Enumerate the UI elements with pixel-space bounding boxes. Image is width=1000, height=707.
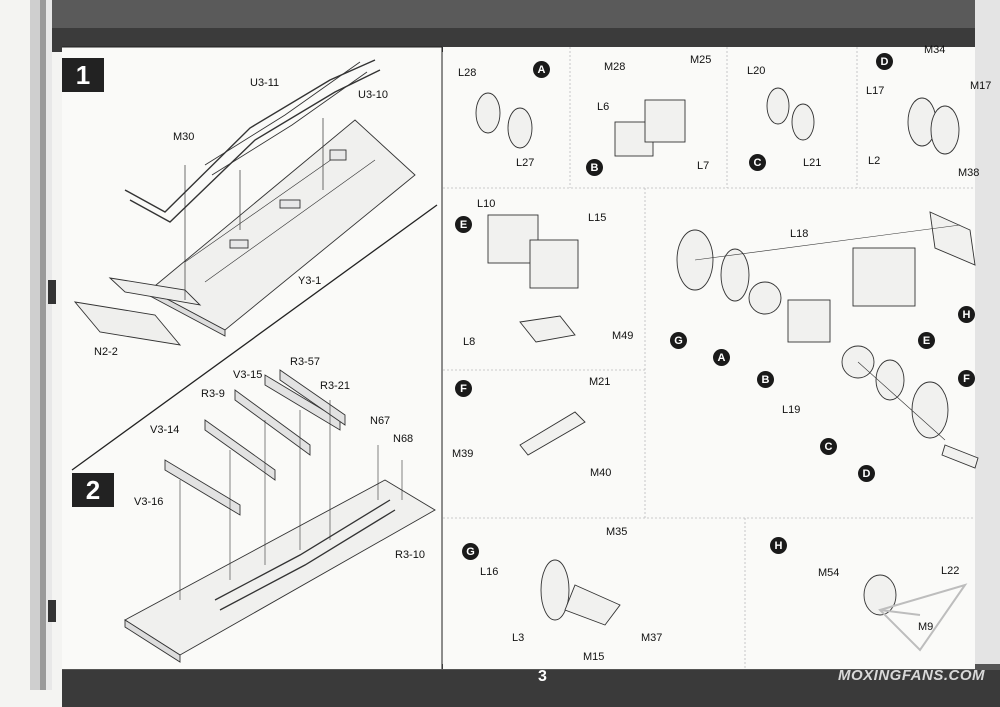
- assembly-badge-c: C: [820, 438, 837, 455]
- part-label-l8: L8: [463, 336, 476, 348]
- subassembly-badge-b: B: [586, 159, 603, 176]
- part-label-l17: L17: [866, 85, 885, 97]
- subassembly-badge-e: E: [455, 216, 472, 233]
- assembly-badge-e: E: [918, 332, 935, 349]
- part-label-l2: L2: [868, 155, 881, 167]
- step-number-1: 1: [62, 58, 104, 92]
- assembly-badge-h: H: [958, 306, 975, 323]
- part-label-m28: M28: [604, 61, 626, 73]
- part-label-m17: M17: [970, 80, 992, 92]
- part-label-m15: M15: [583, 651, 605, 663]
- part-label-m21: M21: [589, 376, 611, 388]
- part-label-l19: L19: [782, 404, 801, 416]
- part-label-l22: L22: [941, 565, 960, 577]
- subassembly-badge-h: H: [770, 537, 787, 554]
- part-label-r3-57: R3-57: [290, 356, 320, 368]
- part-label-l7: L7: [697, 160, 710, 172]
- part-label-m9: M9: [918, 621, 934, 633]
- part-label-r3-9: R3-9: [201, 388, 225, 400]
- part-label-l16: L16: [480, 566, 499, 578]
- part-label-m40: M40: [590, 467, 612, 479]
- part-label-m39: M39: [452, 448, 474, 460]
- part-label-m49: M49: [612, 330, 634, 342]
- watermark-text: MOXINGFANS.COM: [838, 667, 986, 684]
- assembly-badge-g: G: [670, 332, 687, 349]
- subassembly-badge-g: G: [462, 543, 479, 560]
- assembly-badge-d: D: [858, 465, 875, 482]
- assembly-badge-f: F: [958, 370, 975, 387]
- part-label-u3-10: U3-10: [358, 89, 388, 101]
- part-label-u3-11: U3-11: [250, 77, 280, 89]
- part-label-l10: L10: [477, 198, 496, 210]
- part-label-l15: L15: [588, 212, 607, 224]
- part-label-l21: L21: [803, 157, 822, 169]
- part-label-m37: M37: [641, 632, 663, 644]
- part-label-m38: M38: [958, 167, 980, 179]
- subassembly-badge-c: C: [749, 154, 766, 171]
- part-label-l27: L27: [516, 157, 535, 169]
- part-label-l20: L20: [747, 65, 766, 77]
- part-label-r3-21: R3-21: [320, 380, 350, 392]
- part-label-r3-10: R3-10: [395, 549, 425, 561]
- part-label-m34: M34: [924, 44, 946, 56]
- part-label-m35: M35: [606, 526, 628, 538]
- assembly-badge-b: B: [757, 371, 774, 388]
- part-label-m54: M54: [818, 567, 840, 579]
- part-label-l28: L28: [458, 67, 477, 79]
- subassembly-badge-d: D: [876, 53, 893, 70]
- assembly-badge-a: A: [713, 349, 730, 366]
- part-label-v3-15: V3-15: [233, 369, 263, 381]
- part-label-l6: L6: [597, 101, 610, 113]
- part-label-n2-2: N2-2: [94, 346, 118, 358]
- part-label-n67: N67: [370, 415, 391, 427]
- part-label-v3-14: V3-14: [150, 424, 180, 436]
- subassembly-badge-f: F: [455, 380, 472, 397]
- part-label-l3: L3: [512, 632, 525, 644]
- part-label-y3-1: Y3-1: [298, 275, 322, 287]
- part-label-l18: L18: [790, 228, 809, 240]
- part-label-n68: N68: [393, 433, 414, 445]
- part-label-m25: M25: [690, 54, 712, 66]
- part-label-v3-16: V3-16: [134, 496, 164, 508]
- part-label-m30: M30: [173, 131, 195, 143]
- step-number-2: 2: [72, 473, 114, 507]
- subassembly-badge-a: A: [533, 61, 550, 78]
- page-number: 3: [538, 668, 547, 685]
